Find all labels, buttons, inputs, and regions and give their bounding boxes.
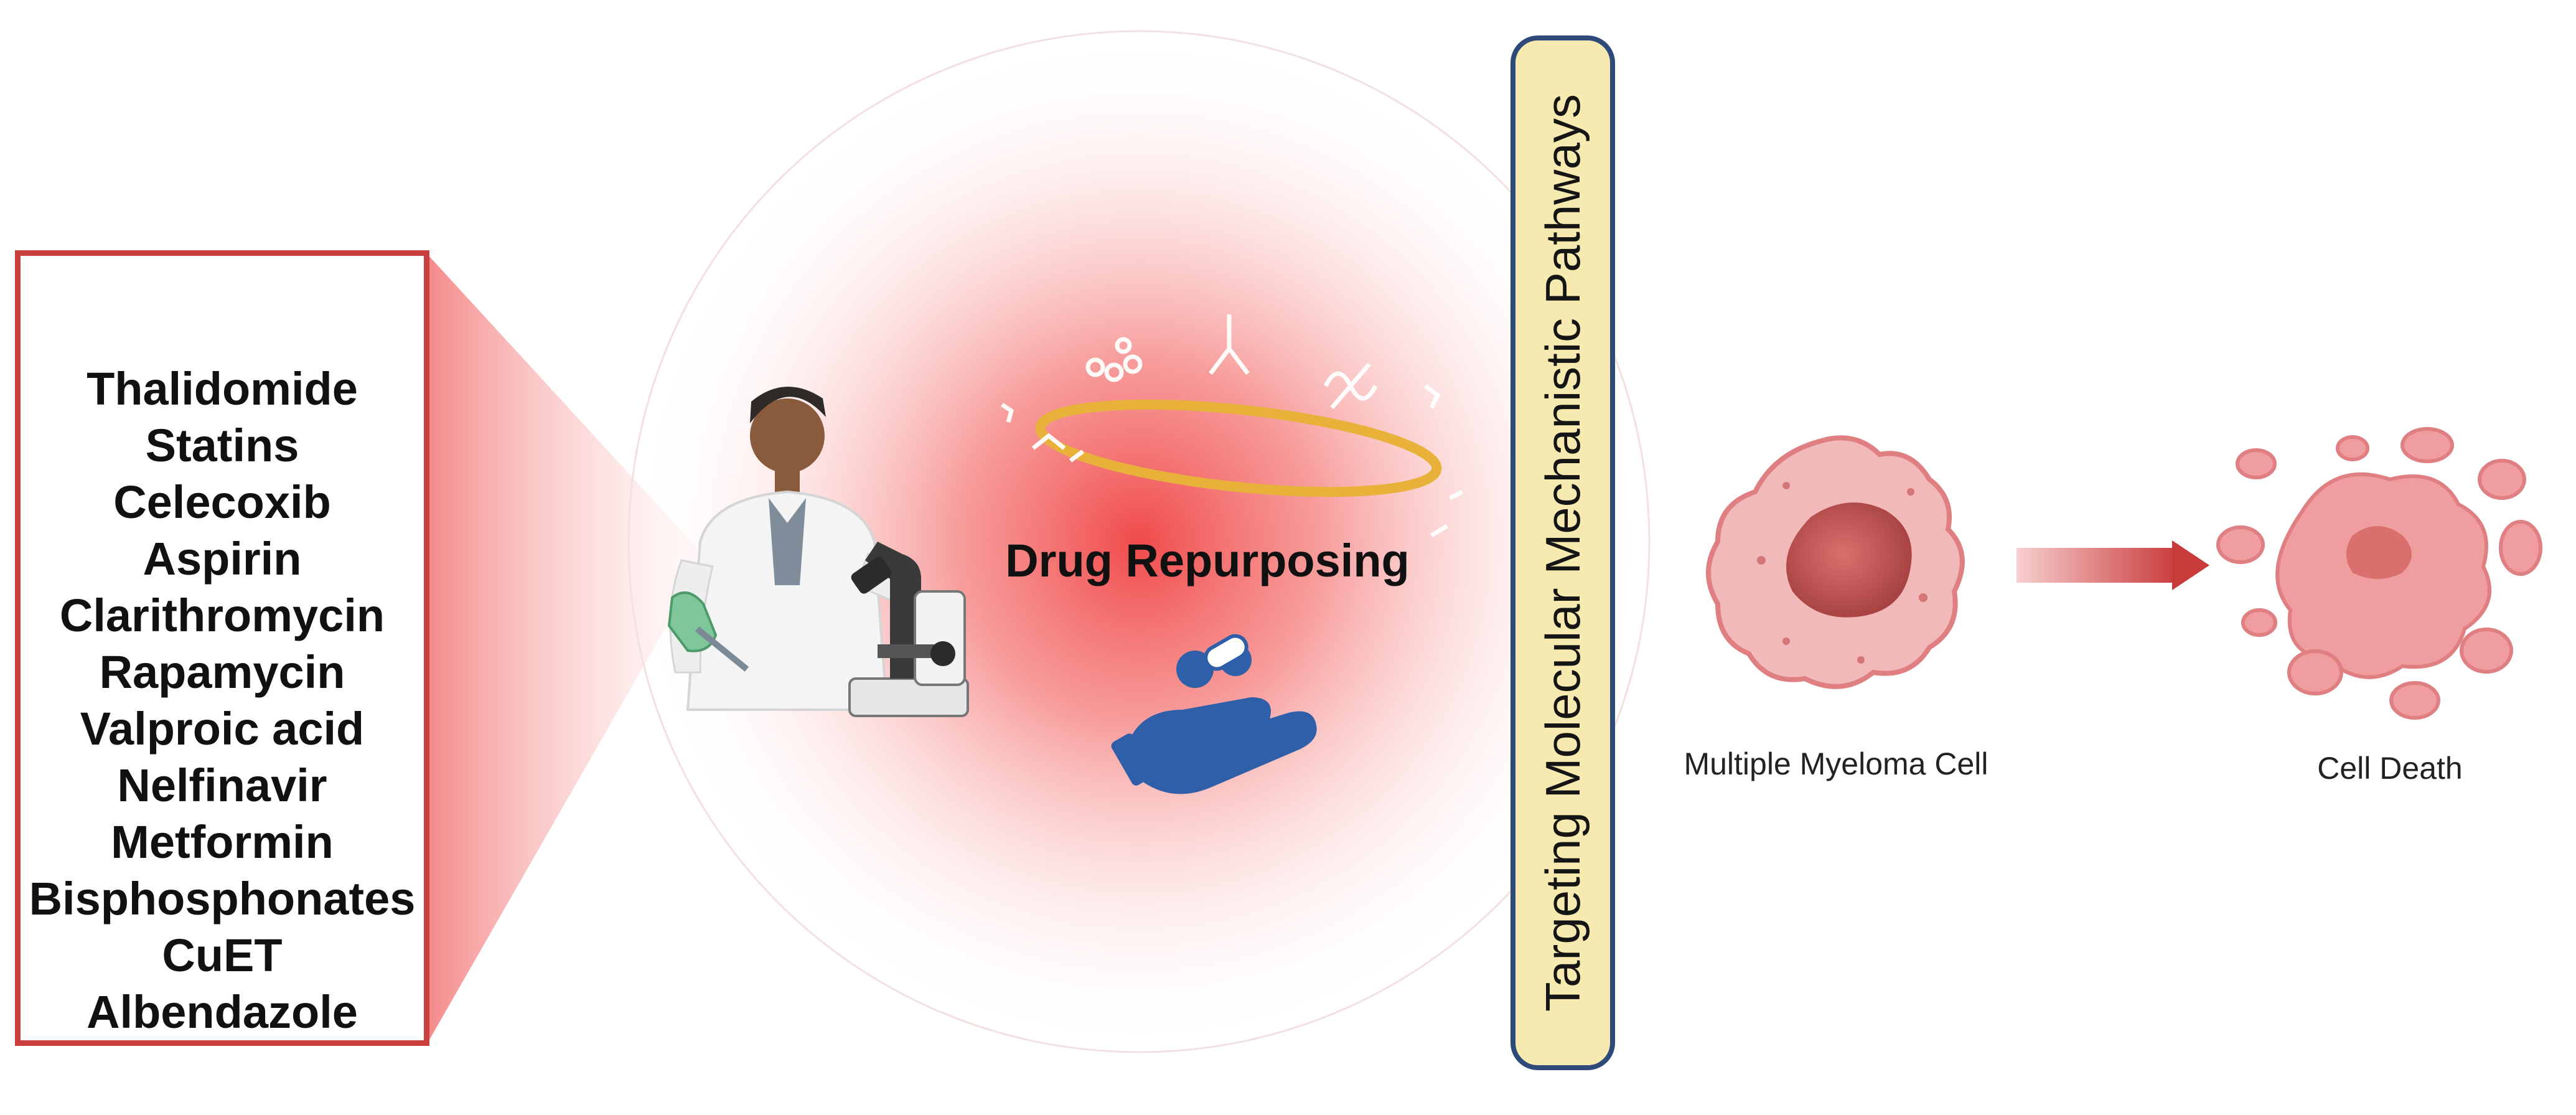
drug-item: Thalidomide [87,363,358,415]
drug-item: Celecoxib [113,476,331,528]
drug-item: CuET [162,929,283,981]
drug-item: Albendazole [87,986,358,1038]
pathway-banner: Targeting Molecular Mechanistic Pathways [1510,35,1615,1070]
drug-item: Valproic acid [80,703,365,755]
cell-death-label: Cell Death [2317,751,2463,786]
pipette-icon [667,591,749,672]
drug-item: Clarithromycin [59,590,385,641]
drug-repurposing-title: Drug Repurposing [1005,535,1410,586]
drug-item: Nelfinavir [117,760,327,811]
drug-list-panel: Thalidomide Statins Celecoxib Aspirin Cl… [15,250,429,1046]
drug-item: Metformin [111,816,334,868]
myeloma-cell-icon [1706,435,1965,689]
drug-item: Bisphosphonates [29,873,416,924]
arrow-right-icon [2016,540,2209,590]
drug-item: Rapamycin [99,646,345,698]
scientist-icon [669,387,913,711]
drug-item: Statins [145,420,299,471]
funnel-connector [429,256,697,1040]
pathway-label: Targeting Molecular Mechanistic Pathways [1535,94,1590,1012]
cell-death-core [2346,526,2412,579]
myeloma-cell-label: Multiple Myeloma Cell [1684,746,1988,781]
molecule-ring-icon [1001,314,1464,538]
drug-item: Aspirin [143,533,302,585]
hand-pill-icon [1111,634,1317,794]
microscope-icon [848,542,969,717]
repurposing-circle [627,30,1651,1053]
drug-list: Thalidomide Statins Celecoxib Aspirin Cl… [21,360,424,1040]
